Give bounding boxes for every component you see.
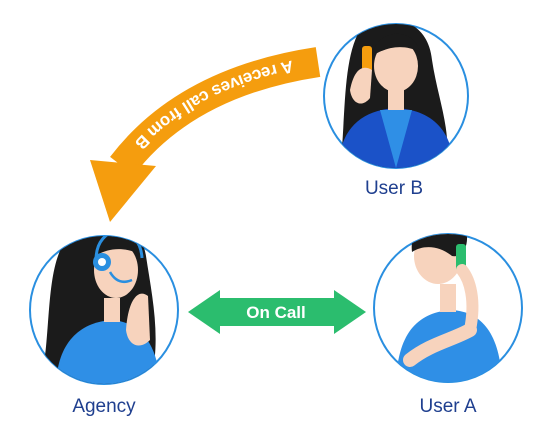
user-a-node: User A xyxy=(373,233,523,417)
user-b-node: User B xyxy=(323,23,469,199)
on-call-label: On Call xyxy=(246,303,306,322)
user-b-phone-icon xyxy=(362,46,372,72)
headset-icon xyxy=(93,236,144,283)
incoming-call-arrow: A receives call from B xyxy=(90,47,321,222)
agency-avatar xyxy=(40,236,160,384)
on-call-arrowhead-right xyxy=(334,290,366,334)
incoming-call-arrowhead xyxy=(90,160,156,222)
on-call-arrow-body xyxy=(214,298,340,326)
incoming-call-arrow-body xyxy=(110,47,321,176)
user-b-avatar xyxy=(338,24,454,168)
user-b-label: User B xyxy=(365,178,423,199)
on-call-arrow: On Call xyxy=(188,290,366,334)
agency-label: Agency xyxy=(72,396,136,417)
agency-node: Agency xyxy=(29,235,179,417)
on-call-arrowhead-left xyxy=(188,290,220,334)
user-a-label: User A xyxy=(419,396,476,417)
user-a-avatar xyxy=(396,234,502,382)
